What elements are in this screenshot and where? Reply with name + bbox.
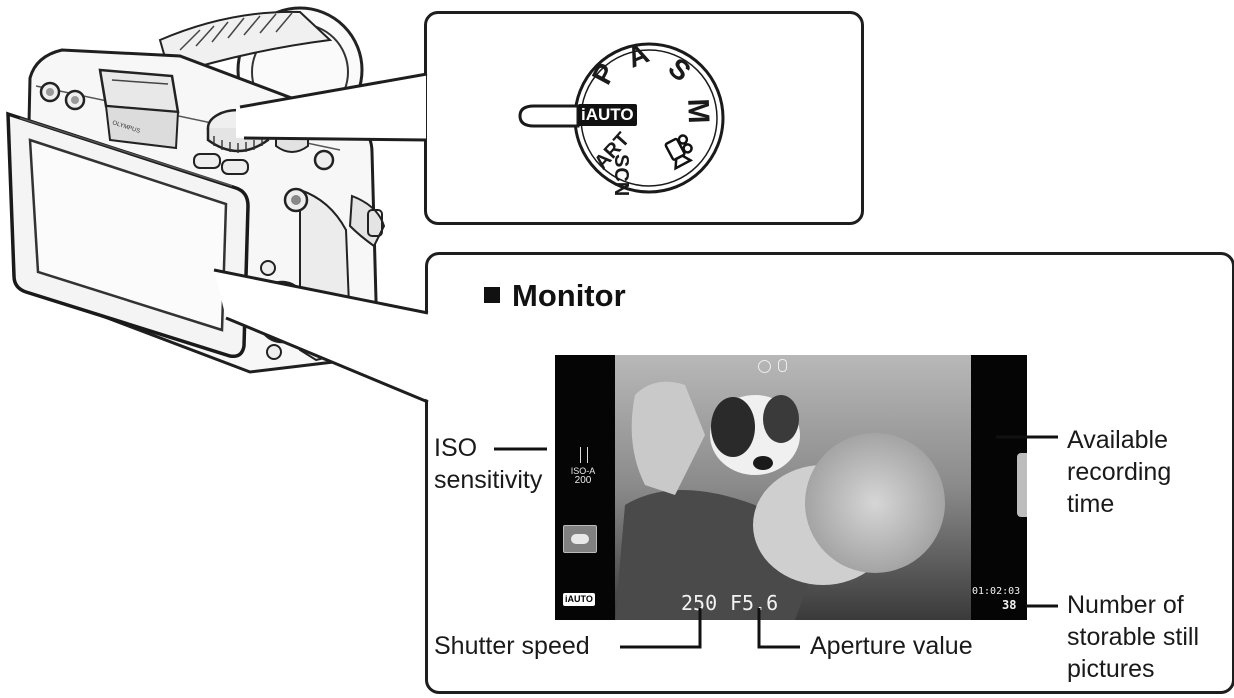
available-label-line3: time	[1067, 490, 1115, 518]
hot-shoe	[98, 68, 180, 150]
screen-mode-icon	[563, 525, 597, 553]
available-label-line1: Available	[1067, 426, 1169, 454]
storable-label-line3: pictures	[1067, 655, 1155, 683]
iso-value: 200	[574, 475, 592, 486]
screen-left-strip	[555, 355, 615, 620]
record-button	[313, 149, 335, 171]
screen-storable-count: 38	[1002, 598, 1017, 612]
face-icon	[758, 360, 771, 373]
camera-glyph-icon	[571, 534, 589, 544]
microphone-icon	[778, 359, 787, 372]
available-label-line2: recording	[1067, 458, 1172, 486]
dial-mode-iauto: iAUTO	[578, 104, 637, 126]
dial-index-pointer	[518, 104, 580, 128]
square-bullet-icon	[484, 287, 500, 303]
iso-bars	[580, 447, 588, 463]
iso-label-line1: ISO	[434, 434, 478, 462]
storable-label-line2: storable still	[1067, 623, 1199, 651]
monitor-screen: ISO-A 200 iAUTO 250 F5.6 01:02:03 38	[555, 355, 1027, 620]
body-buttons	[39, 81, 86, 111]
screen-iauto-badge: iAUTO	[563, 593, 595, 606]
iso-readout: ISO-A	[570, 466, 596, 476]
aperture-label: Aperture value	[810, 632, 973, 660]
shutter-label: Shutter speed	[434, 632, 590, 660]
screen-side-tab	[1017, 453, 1027, 517]
camera-lcd	[6, 111, 250, 359]
iso-label-line2: sensitivity	[434, 466, 543, 494]
screen-aperture-value: F5.6	[730, 591, 779, 615]
screen-recording-time: 01:02:03	[972, 586, 1021, 597]
monitor-title: Monitor	[484, 278, 626, 314]
screen-photo	[615, 355, 971, 620]
storable-label-line1: Number of	[1067, 591, 1184, 619]
